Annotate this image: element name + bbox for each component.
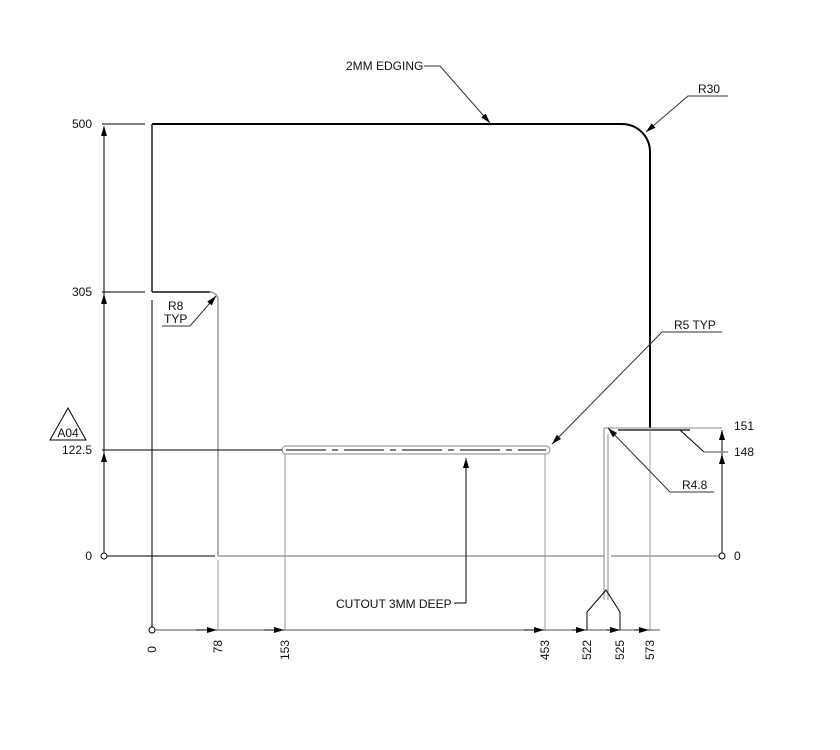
cutout-note: CUTOUT 3MM DEEP <box>336 597 452 611</box>
edging-note: 2MM EDGING <box>346 59 423 73</box>
x-label-525: 525 <box>613 640 627 660</box>
x-label-522: 522 <box>580 640 594 660</box>
x-label-453: 453 <box>538 640 552 660</box>
right-dimension: 151 148 0 <box>679 419 754 563</box>
r30-note: R30 <box>698 82 720 96</box>
leaders: 2MM EDGING R30 R8 TYP R5 TYP R4.8 CUTOUT… <box>162 59 728 611</box>
y-label-0: 0 <box>85 549 92 563</box>
part-outline <box>151 123 722 630</box>
revision-label: A04 <box>57 426 79 440</box>
y-dimension: 500 305 122.5 0 <box>62 117 215 630</box>
right-label-151: 151 <box>734 419 754 433</box>
right-label-148: 148 <box>734 445 754 459</box>
y-label-305: 305 <box>72 285 92 299</box>
y-label-500: 500 <box>72 117 92 131</box>
right-label-0: 0 <box>734 549 741 563</box>
x-label-0: 0 <box>145 646 159 653</box>
typ-note: TYP <box>164 312 187 326</box>
x-label-573: 573 <box>643 640 657 660</box>
r5-note: R5 TYP <box>674 318 716 332</box>
revision-triangle-icon: A04 <box>49 406 87 441</box>
y-label-122-5: 122.5 <box>62 443 92 457</box>
cutout-slot <box>102 445 551 630</box>
x-label-78: 78 <box>211 640 225 654</box>
r8-note: R8 <box>168 299 184 313</box>
r4-8-note: R4.8 <box>682 478 708 492</box>
x-label-153: 153 <box>278 640 292 660</box>
x-dimension: 0 78 153 453 522 525 573 <box>145 560 660 660</box>
